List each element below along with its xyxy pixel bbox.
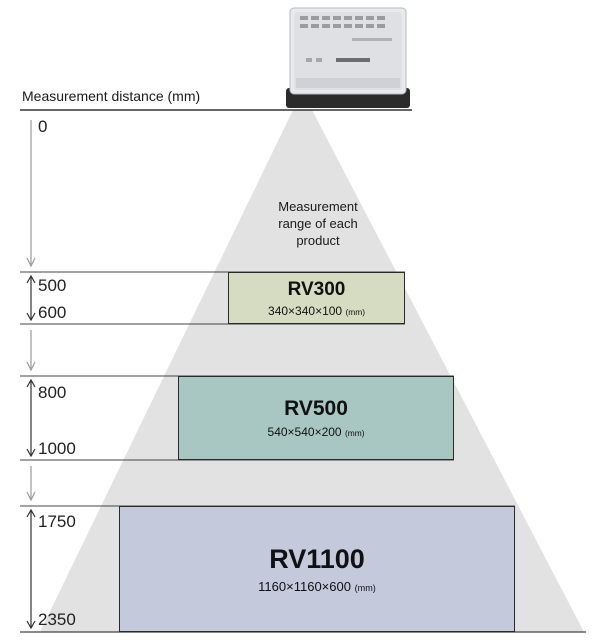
product-dimensions: 340×340×100 (mm) xyxy=(268,304,365,318)
arrow-0-to-500 xyxy=(26,120,36,268)
product-dims-value: 340×340×100 xyxy=(268,303,343,318)
range-note-line1: Measurement xyxy=(278,199,358,214)
product-dimensions: 540×540×200 (mm) xyxy=(268,425,365,439)
measurement-cone xyxy=(40,110,584,632)
product-dimensions: 1160×1160×600 (mm) xyxy=(258,579,376,594)
product-box-rv1100: RV1100 1160×1160×600 (mm) xyxy=(119,506,515,632)
tick-2350: 2350 xyxy=(38,610,76,629)
product-box-rv500: RV500 540×540×200 (mm) xyxy=(178,376,454,460)
range-arrow-rv1100 xyxy=(26,508,36,630)
tick-500: 500 xyxy=(38,276,67,295)
tick-1750: 1750 xyxy=(38,512,76,531)
product-dims-unit: (mm) xyxy=(354,583,376,593)
arrow-600-to-800 xyxy=(26,330,36,372)
tick-800: 800 xyxy=(38,383,67,402)
product-dims-unit: (mm) xyxy=(344,428,365,438)
product-dims-value: 540×540×200 xyxy=(267,425,342,439)
product-box-rv300: RV300 340×340×100 (mm) xyxy=(228,272,405,324)
product-name: RV1100 xyxy=(269,544,365,574)
product-name: RV300 xyxy=(287,278,346,300)
tick-1000: 1000 xyxy=(38,439,76,458)
scanner-device-icon xyxy=(286,7,410,108)
product-dims-value: 1160×1160×600 xyxy=(258,579,351,594)
range-note-line2: range of each xyxy=(278,216,358,231)
product-dims-unit: (mm) xyxy=(345,306,365,317)
product-name: RV500 xyxy=(284,397,348,420)
range-arrow-rv300 xyxy=(26,274,36,322)
tick-0: 0 xyxy=(38,117,48,136)
range-note: Measurement range of each product xyxy=(258,198,378,249)
range-note-line3: product xyxy=(296,233,340,248)
range-arrow-rv500 xyxy=(26,378,36,458)
measurement-distance-label: Measurement distance (mm) xyxy=(22,88,201,104)
arrow-1000-to-1750 xyxy=(26,466,36,502)
tick-600: 600 xyxy=(38,303,67,322)
